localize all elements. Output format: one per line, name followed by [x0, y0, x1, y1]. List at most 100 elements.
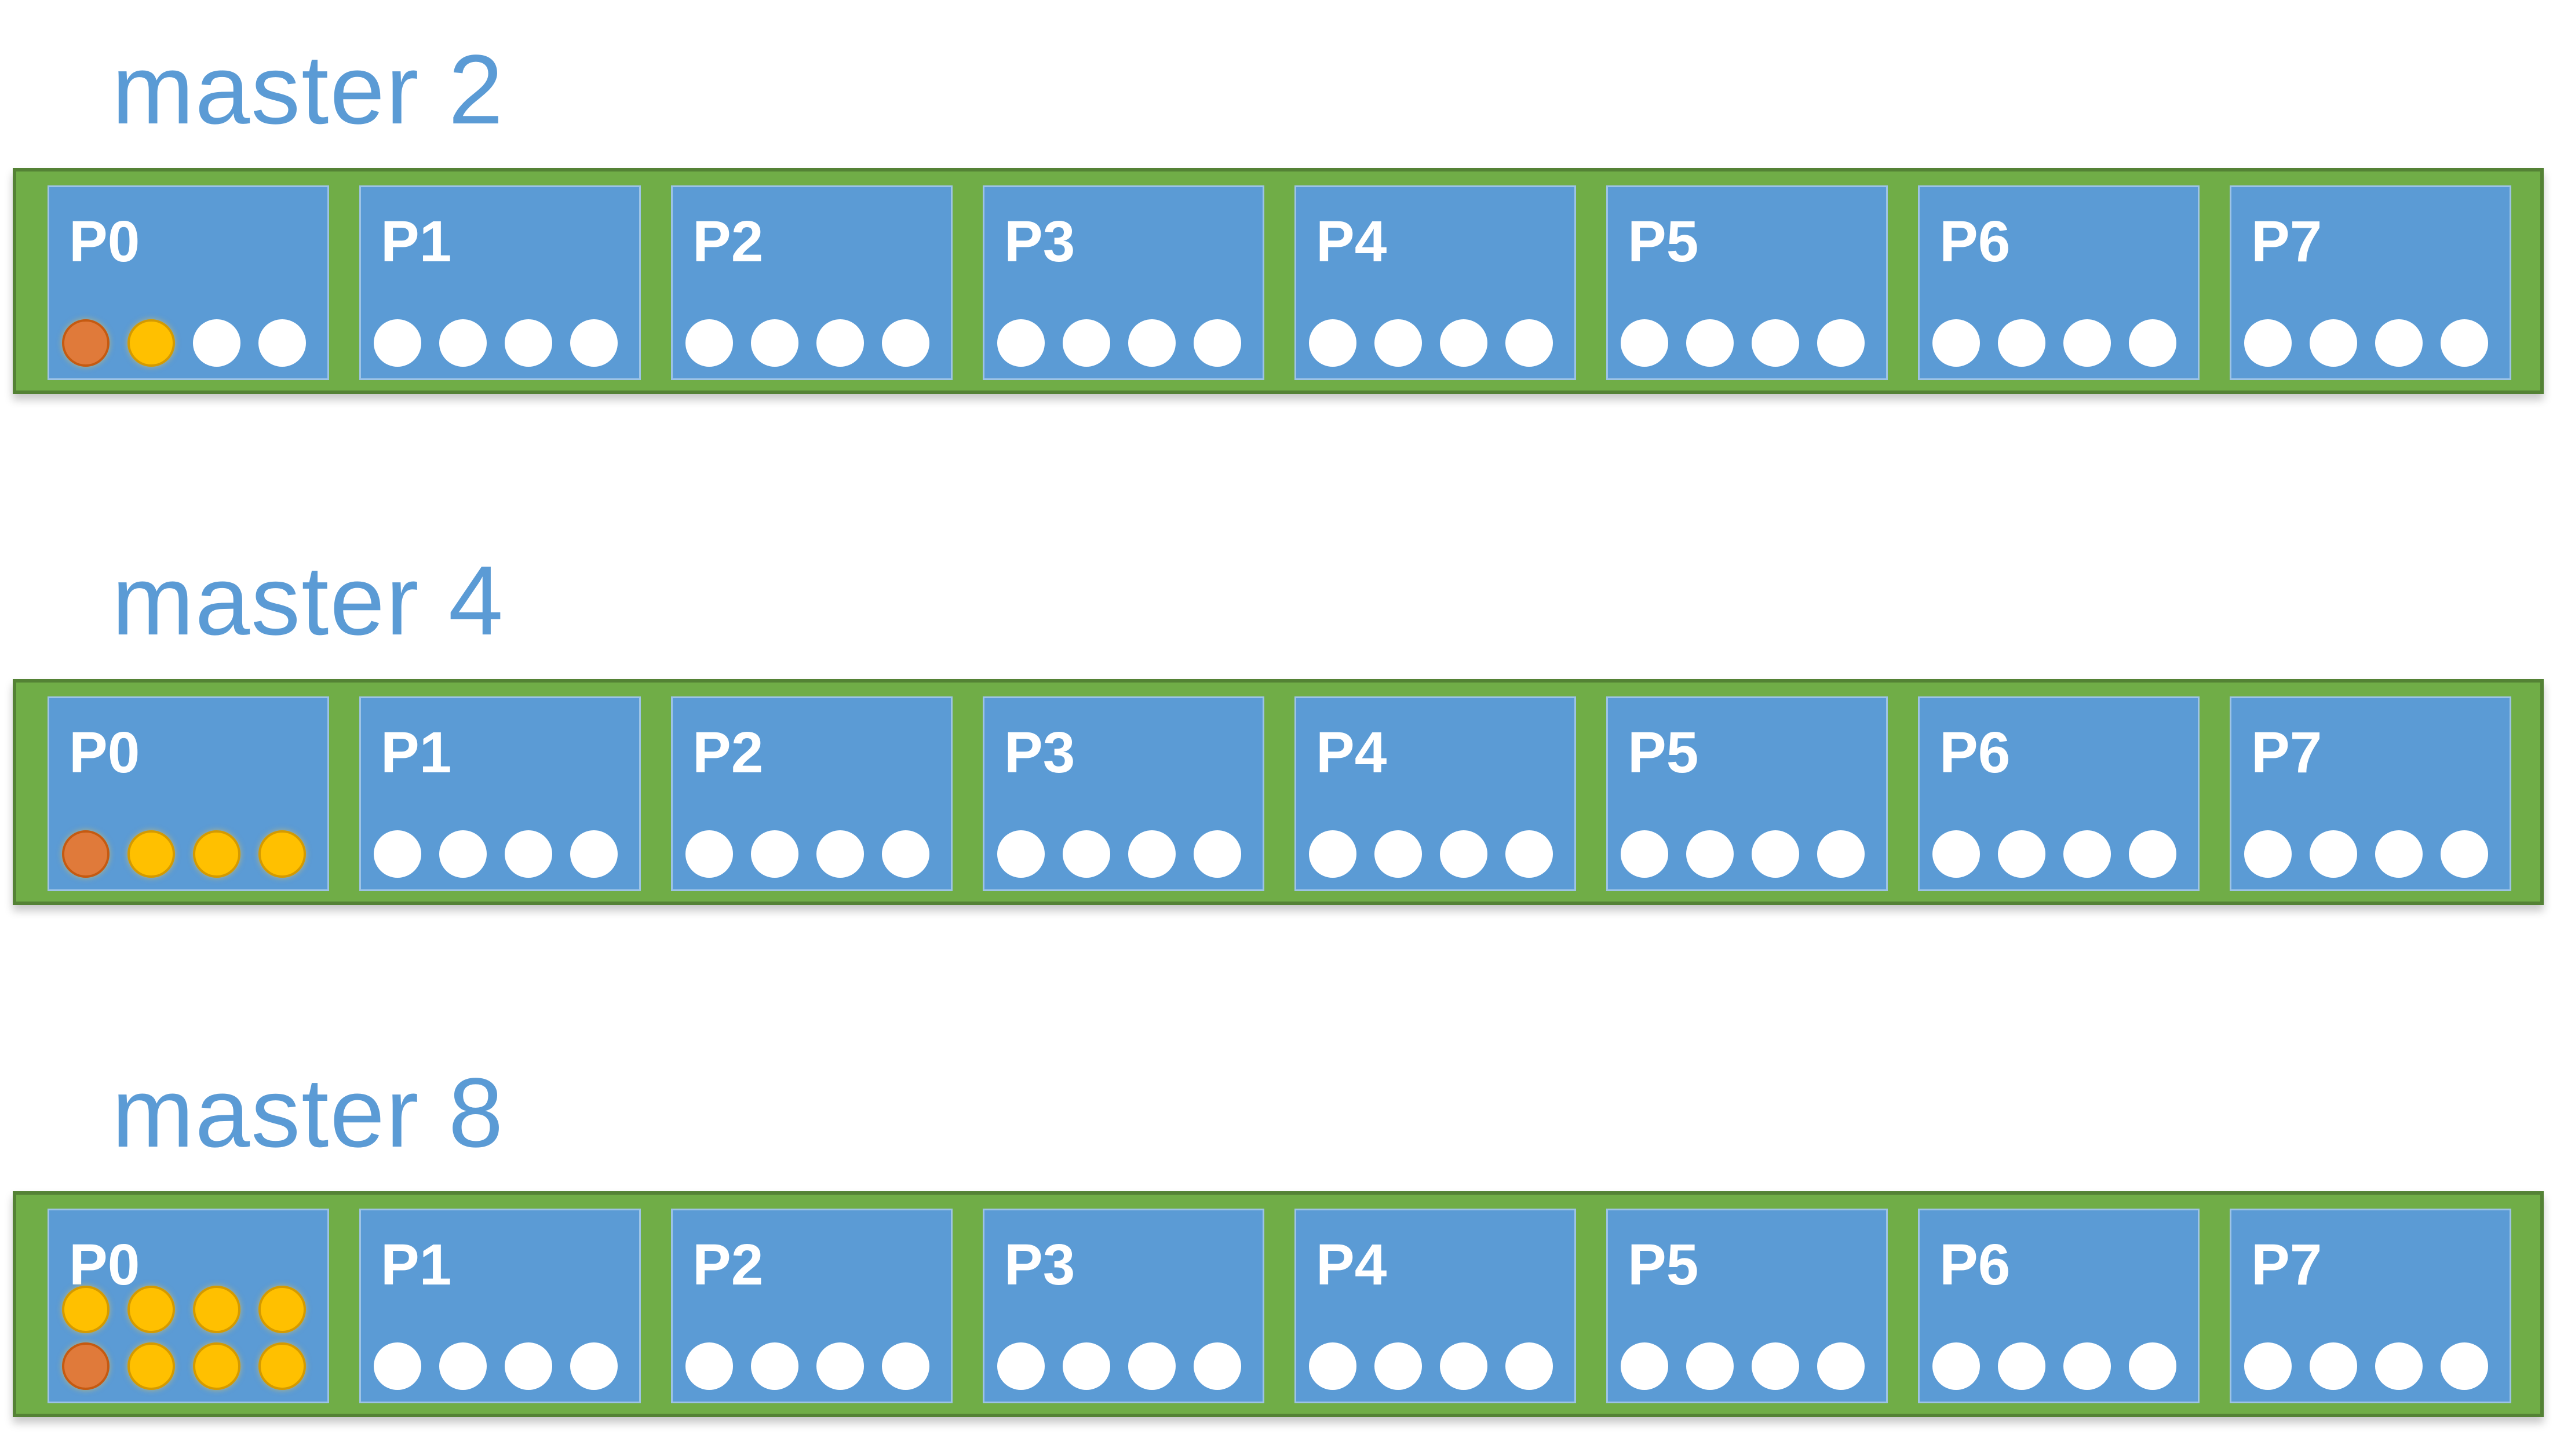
free-slot-dot	[882, 830, 929, 878]
free-slot-dot	[1194, 319, 1241, 367]
free-slot-dot	[2063, 830, 2111, 878]
free-slot-dot	[1998, 319, 2045, 367]
process-label: P3	[1004, 1232, 1075, 1297]
process-box-p3: P3	[983, 185, 1264, 380]
process-label: P6	[1939, 720, 2011, 785]
free-slot-dot	[2129, 319, 2176, 367]
free-slot-dot	[1128, 1342, 1176, 1390]
free-slot-dot	[1440, 1342, 1487, 1390]
process-label: P5	[1628, 209, 1699, 274]
free-slot-dot	[816, 1342, 864, 1390]
process-box-p2: P2	[671, 696, 953, 891]
free-slot-dot	[751, 1342, 798, 1390]
free-slot-dot	[1998, 830, 2045, 878]
free-slot-dot	[2310, 1342, 2357, 1390]
worker-slot-dot	[127, 1342, 175, 1390]
worker-slot-dot	[127, 319, 175, 367]
free-slot-dot	[816, 319, 864, 367]
process-label: P2	[692, 1232, 764, 1297]
process-box-p1: P1	[359, 185, 641, 380]
process-box-p5: P5	[1606, 1209, 1888, 1403]
free-slot-dot	[1932, 319, 1980, 367]
free-slot-dot	[1686, 319, 1734, 367]
free-slot-dot	[685, 830, 733, 878]
process-label: P1	[381, 720, 452, 785]
master-slot-dot	[62, 830, 110, 878]
process-box-p4: P4	[1294, 185, 1576, 380]
free-slot-dot	[2375, 830, 2423, 878]
free-slot-dot	[570, 319, 618, 367]
process-box-p2: P2	[671, 185, 953, 380]
free-slot-dot	[505, 830, 552, 878]
worker-slot-dot	[193, 1342, 240, 1390]
free-slot-dot	[2063, 319, 2111, 367]
free-slot-dot	[997, 1342, 1045, 1390]
free-slot-dot	[2244, 319, 2292, 367]
worker-slot-dot	[127, 1286, 175, 1333]
free-slot-dot	[1374, 830, 1422, 878]
process-box-p6: P6	[1918, 1209, 2200, 1403]
free-slot-dot	[997, 830, 1045, 878]
process-box-p4: P4	[1294, 696, 1576, 891]
process-label: P5	[1628, 1232, 1699, 1297]
process-label: P1	[381, 1232, 452, 1297]
free-slot-dot	[1063, 1342, 1110, 1390]
free-slot-dot	[570, 1342, 618, 1390]
process-label: P0	[69, 209, 140, 274]
free-slot-dot	[1374, 1342, 1422, 1390]
free-slot-dot	[816, 830, 864, 878]
free-slot-dot	[374, 830, 421, 878]
process-label: P2	[692, 209, 764, 274]
free-slot-dot	[1063, 830, 1110, 878]
process-box-p1: P1	[359, 1209, 641, 1403]
free-slot-dot	[1194, 830, 1241, 878]
free-slot-dot	[1128, 319, 1176, 367]
free-slot-dot	[570, 830, 618, 878]
process-label: P7	[2251, 209, 2322, 274]
process-box-p6: P6	[1918, 185, 2200, 380]
free-slot-dot	[374, 319, 421, 367]
free-slot-dot	[439, 319, 487, 367]
worker-slot-dot	[258, 1342, 306, 1390]
free-slot-dot	[1505, 830, 1553, 878]
free-slot-dot	[1932, 1342, 1980, 1390]
free-slot-dot	[1752, 319, 1799, 367]
process-box-p7: P7	[2230, 1209, 2511, 1403]
free-slot-dot	[1505, 1342, 1553, 1390]
free-slot-dot	[882, 319, 929, 367]
master-slot-dot	[62, 1342, 110, 1390]
process-label: P3	[1004, 720, 1075, 785]
process-label: P4	[1316, 720, 1387, 785]
process-box-p7: P7	[2230, 185, 2511, 380]
master-slot-dot	[62, 319, 110, 367]
free-slot-dot	[751, 319, 798, 367]
free-slot-dot	[1505, 319, 1553, 367]
free-slot-dot	[1817, 319, 1865, 367]
free-slot-dot	[2375, 1342, 2423, 1390]
free-slot-dot	[1686, 830, 1734, 878]
free-slot-dot	[2441, 830, 2488, 878]
worker-slot-dot	[258, 1286, 306, 1333]
free-slot-dot	[2310, 319, 2357, 367]
process-label: P6	[1939, 1232, 2011, 1297]
process-box-p2: P2	[671, 1209, 953, 1403]
free-slot-dot	[374, 1342, 421, 1390]
process-box-p5: P5	[1606, 185, 1888, 380]
process-box-p0: P0	[48, 185, 329, 380]
free-slot-dot	[1932, 830, 1980, 878]
free-slot-dot	[1621, 319, 1668, 367]
group-title: master 8	[112, 1058, 505, 1168]
free-slot-dot	[2375, 319, 2423, 367]
free-slot-dot	[1194, 1342, 1241, 1390]
free-slot-dot	[1998, 1342, 2045, 1390]
free-slot-dot	[751, 830, 798, 878]
process-box-p5: P5	[1606, 696, 1888, 891]
process-box-p0: P0	[48, 696, 329, 891]
free-slot-dot	[1309, 830, 1356, 878]
free-slot-dot	[1817, 830, 1865, 878]
process-label: P0	[69, 720, 140, 785]
process-label: P3	[1004, 209, 1075, 274]
free-slot-dot	[1440, 319, 1487, 367]
